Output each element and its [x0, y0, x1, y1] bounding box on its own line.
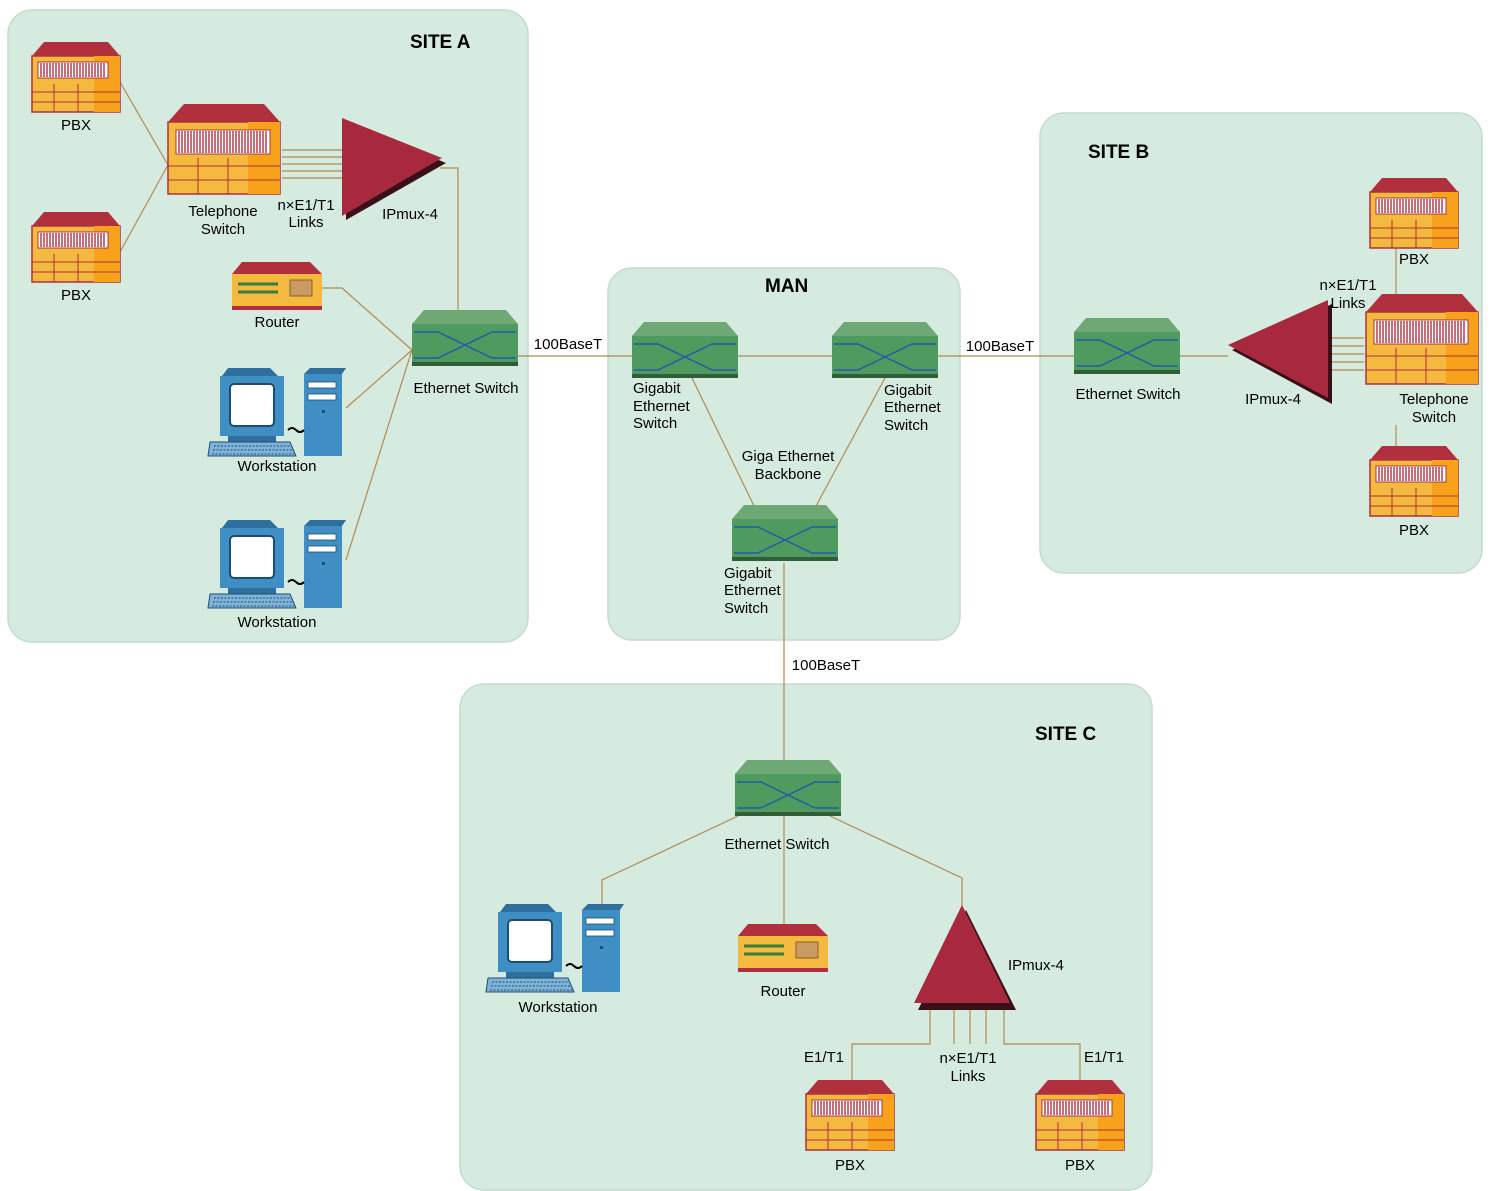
link-label-100baset: 100BaseT — [966, 338, 1034, 355]
ethernet-switch-icon — [411, 309, 519, 367]
man-title: MAN — [765, 276, 808, 297]
links-label-line2: Links — [1330, 295, 1365, 312]
ethernet-switch-icon — [631, 321, 739, 379]
pbx-label: PBX — [1399, 251, 1429, 268]
backbone-label-line1: Giga Ethernet — [742, 448, 835, 465]
pbx-label: PBX — [1065, 1157, 1095, 1174]
ethernet-switch-label: Ethernet Switch — [1075, 386, 1180, 403]
pbx-label: PBX — [61, 117, 91, 134]
e1t1-label: E1/T1 — [804, 1049, 844, 1066]
gigabit-switch-label-line2: Ethernet — [633, 398, 691, 415]
pbx-icon — [31, 211, 121, 283]
telephone-switch-label-line2: Switch — [1412, 409, 1456, 426]
links-label-line1: n×E1/T1 — [277, 197, 334, 214]
pbx-icon — [1369, 177, 1459, 249]
workstation-label: Workstation — [519, 999, 598, 1016]
router-icon — [230, 260, 324, 312]
links-label-line2: Links — [950, 1068, 985, 1085]
ipmux-icon — [342, 118, 446, 220]
gigabit-switch-label-line1: Gigabit — [633, 380, 681, 397]
gigabit-switch-label-line1: Gigabit — [724, 565, 772, 582]
ethernet-switch-icon — [731, 504, 839, 562]
ethernet-switch-icon — [734, 759, 842, 817]
workstation-icon — [207, 519, 347, 609]
gigabit-switch-label-line2: Ethernet — [724, 582, 782, 599]
links-label-line2: Links — [288, 214, 323, 231]
telephone-switch-icon — [1365, 293, 1479, 385]
gigabit-switch-label-line3: Switch — [633, 415, 677, 432]
pbx-label: PBX — [835, 1157, 865, 1174]
pbx-icon — [1369, 445, 1459, 517]
link-label-100baset: 100BaseT — [792, 657, 860, 674]
ipmux-icon — [914, 905, 1016, 1010]
gigabit-switch-label-line1: Gigabit — [884, 382, 932, 399]
site-c-title: SITE C — [1035, 724, 1097, 745]
links-label-line1: n×E1/T1 — [939, 1050, 996, 1067]
pbx-icon — [805, 1079, 895, 1151]
telephone-switch-icon — [167, 103, 281, 195]
telephone-switch-label-line1: Telephone — [188, 203, 257, 220]
links-label-line1: n×E1/T1 — [1319, 277, 1376, 294]
gigabit-switch-label-line3: Switch — [724, 600, 768, 617]
workstation-icon — [207, 367, 347, 457]
site-b-title: SITE B — [1088, 142, 1149, 163]
links — [119, 81, 1397, 1082]
ipmux-label: IPmux-4 — [1008, 957, 1064, 974]
telephone-switch-label-line2: Switch — [201, 221, 245, 238]
ipmux-label: IPmux-4 — [382, 206, 438, 223]
router-icon — [736, 922, 830, 974]
ipmux-icon — [1228, 300, 1332, 404]
ethernet-switch-icon — [831, 321, 939, 379]
workstation-icon — [485, 903, 625, 993]
link-label-100baset: 100BaseT — [534, 336, 602, 353]
gigabit-switch-label-line3: Switch — [884, 417, 928, 434]
ethernet-switch-label: Ethernet Switch — [724, 836, 829, 853]
site-a-title: SITE A — [410, 32, 471, 53]
gigabit-switch-label-line2: Ethernet — [884, 399, 942, 416]
ethernet-switch-label: Ethernet Switch — [413, 380, 518, 397]
router-label: Router — [760, 983, 805, 1000]
e1t1-label: E1/T1 — [1084, 1049, 1124, 1066]
telephone-switch-label-line1: Telephone — [1399, 391, 1468, 408]
ethernet-switch-icon — [1073, 317, 1181, 375]
router-label: Router — [254, 314, 299, 331]
backbone-label-line2: Backbone — [755, 466, 822, 483]
ipmux-label: IPmux-4 — [1245, 391, 1301, 408]
pbx-icon — [1035, 1079, 1125, 1151]
pbx-label: PBX — [61, 287, 91, 304]
workstation-label: Workstation — [238, 458, 317, 475]
pbx-icon — [31, 41, 121, 113]
workstation-label: Workstation — [238, 614, 317, 631]
pbx-label: PBX — [1399, 522, 1429, 539]
